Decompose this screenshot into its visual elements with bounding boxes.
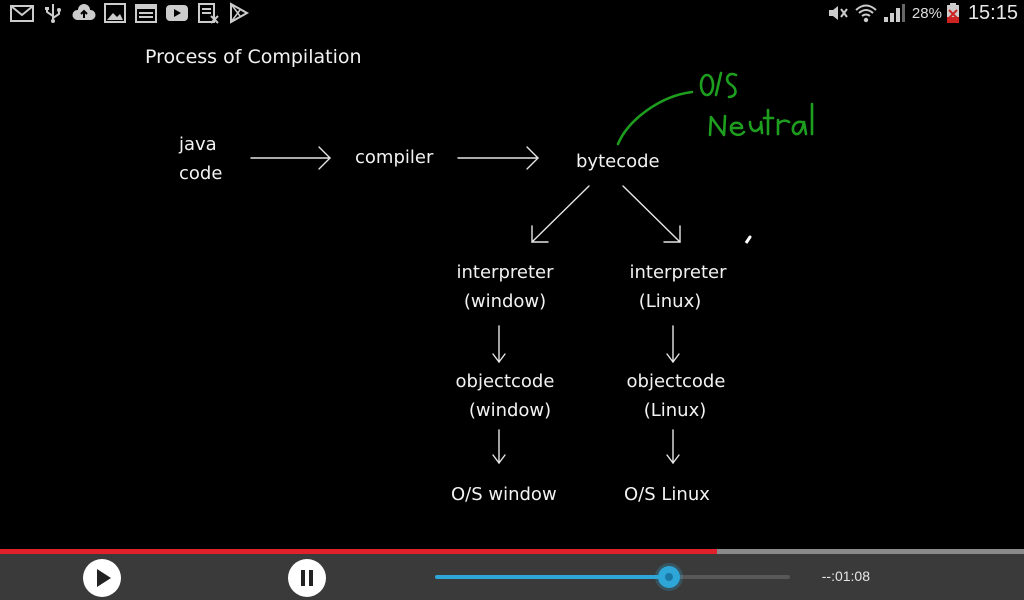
interpreter-window-os: (window) [463,291,547,312]
objectcode-window-os: (window) [468,400,552,421]
notification-icons [10,2,251,24]
slide-title: Process of Compilation [145,46,362,68]
system-tray: 28% 15:15 [826,0,1018,26]
objectcode-linux-label: objectcode [626,371,726,392]
arrow-bytecode-to-interpreter-window [531,185,590,243]
play-button[interactable] [83,559,121,597]
player-controls: --:01:08 [0,554,1024,600]
gallery-icon [104,3,126,23]
status-bar: 28% 15:15 [0,0,1024,26]
compiler-label: compiler [355,147,434,168]
arrow-interpreter-to-objectcode-window [492,325,506,364]
java-code-label-line1: java [179,134,217,155]
calendar-icon [135,4,157,23]
wifi-icon [855,4,877,23]
arrow-interpreter-to-objectcode-linux [666,325,680,364]
document-icon [198,3,219,24]
pause-icon [301,570,313,586]
bytecode-label: bytecode [576,151,660,172]
objectcode-linux-os: (Linux) [643,400,707,421]
youtube-icon [166,5,188,21]
battery-percent: 28% [911,4,942,22]
pen-cursor-icon [744,235,752,244]
interpreter-linux-label: interpreter [629,262,727,283]
play-store-icon [230,2,250,24]
pause-button[interactable] [288,559,326,597]
diagram-arrows [250,146,752,465]
cloud-upload-icon [72,4,96,20]
clock: 15:15 [967,1,1018,24]
arrow-objectcode-to-os-linux [666,429,680,465]
arrow-compiler-to-bytecode [457,146,539,170]
arrow-bytecode-to-interpreter-linux [622,185,681,243]
interpreter-window-label: interpreter [456,262,554,283]
video-frame[interactable]: Process of Compilation java code compile… [0,26,1024,550]
arrow-objectcode-to-os-window [492,429,506,465]
email-icon [10,5,34,22]
signal-icon [883,4,905,22]
mute-icon [828,6,848,20]
os-window-label: O/S window [451,484,557,505]
seek-bar-fill [435,575,670,579]
os-neutral-annotation [616,71,814,146]
video-progress-fill [0,549,717,554]
video-progress-bar[interactable] [0,549,1024,554]
usb-icon [45,4,61,23]
seek-thumb[interactable] [658,566,681,588]
arrow-java-to-compiler [250,146,331,170]
battery-icon [946,3,959,23]
time-remaining: --:01:08 [821,568,870,584]
objectcode-window-label: objectcode [455,371,555,392]
interpreter-linux-os: (Linux) [638,291,702,312]
play-icon [97,569,111,587]
seek-bar[interactable] [435,566,790,588]
os-linux-label: O/S Linux [624,484,710,505]
java-code-label-line2: code [179,163,223,184]
